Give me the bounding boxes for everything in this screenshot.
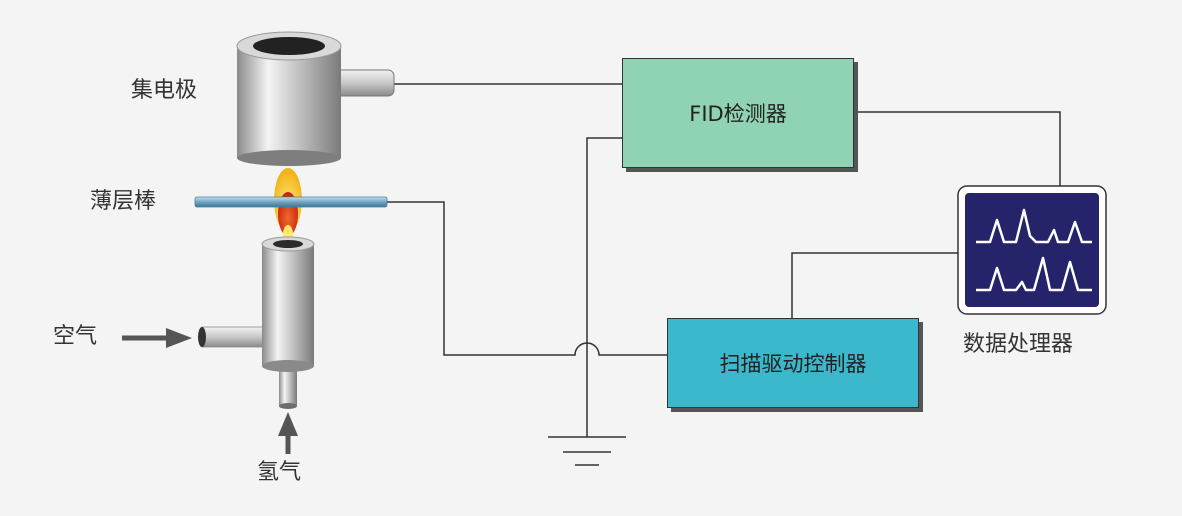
hydrogen-label: 氢气 [257,460,302,485]
thin-layer-rod-label: 薄层棒 [90,189,157,214]
wiring [387,83,1061,466]
chromatogram-trace-1 [976,208,1092,244]
burner-jet [198,236,315,409]
wire-processor-to-scanner [791,252,965,318]
wire-fid-to-processor [852,111,1061,190]
air-arrow [122,328,192,348]
thin-layer-rod [194,196,388,208]
fid-detector-box: FID检测器 [622,58,854,168]
data-processor-monitor [957,185,1107,315]
collector-electrode [236,31,395,166]
data-processor-label: 数据处理器 [963,332,1074,357]
chromatogram-trace-2 [976,256,1092,292]
fid-detector-label: FID检测器 [689,102,787,126]
scan-controller-box: 扫描驱动控制器 [667,318,919,408]
wire-fid-to-ground [586,137,622,437]
air-label: 空气 [53,324,98,349]
hydrogen-arrow [278,412,298,454]
wire-rod-to-scanner [387,201,667,356]
collector-electrode-label: 集电极 [131,78,198,103]
scan-controller-label: 扫描驱动控制器 [719,352,867,376]
